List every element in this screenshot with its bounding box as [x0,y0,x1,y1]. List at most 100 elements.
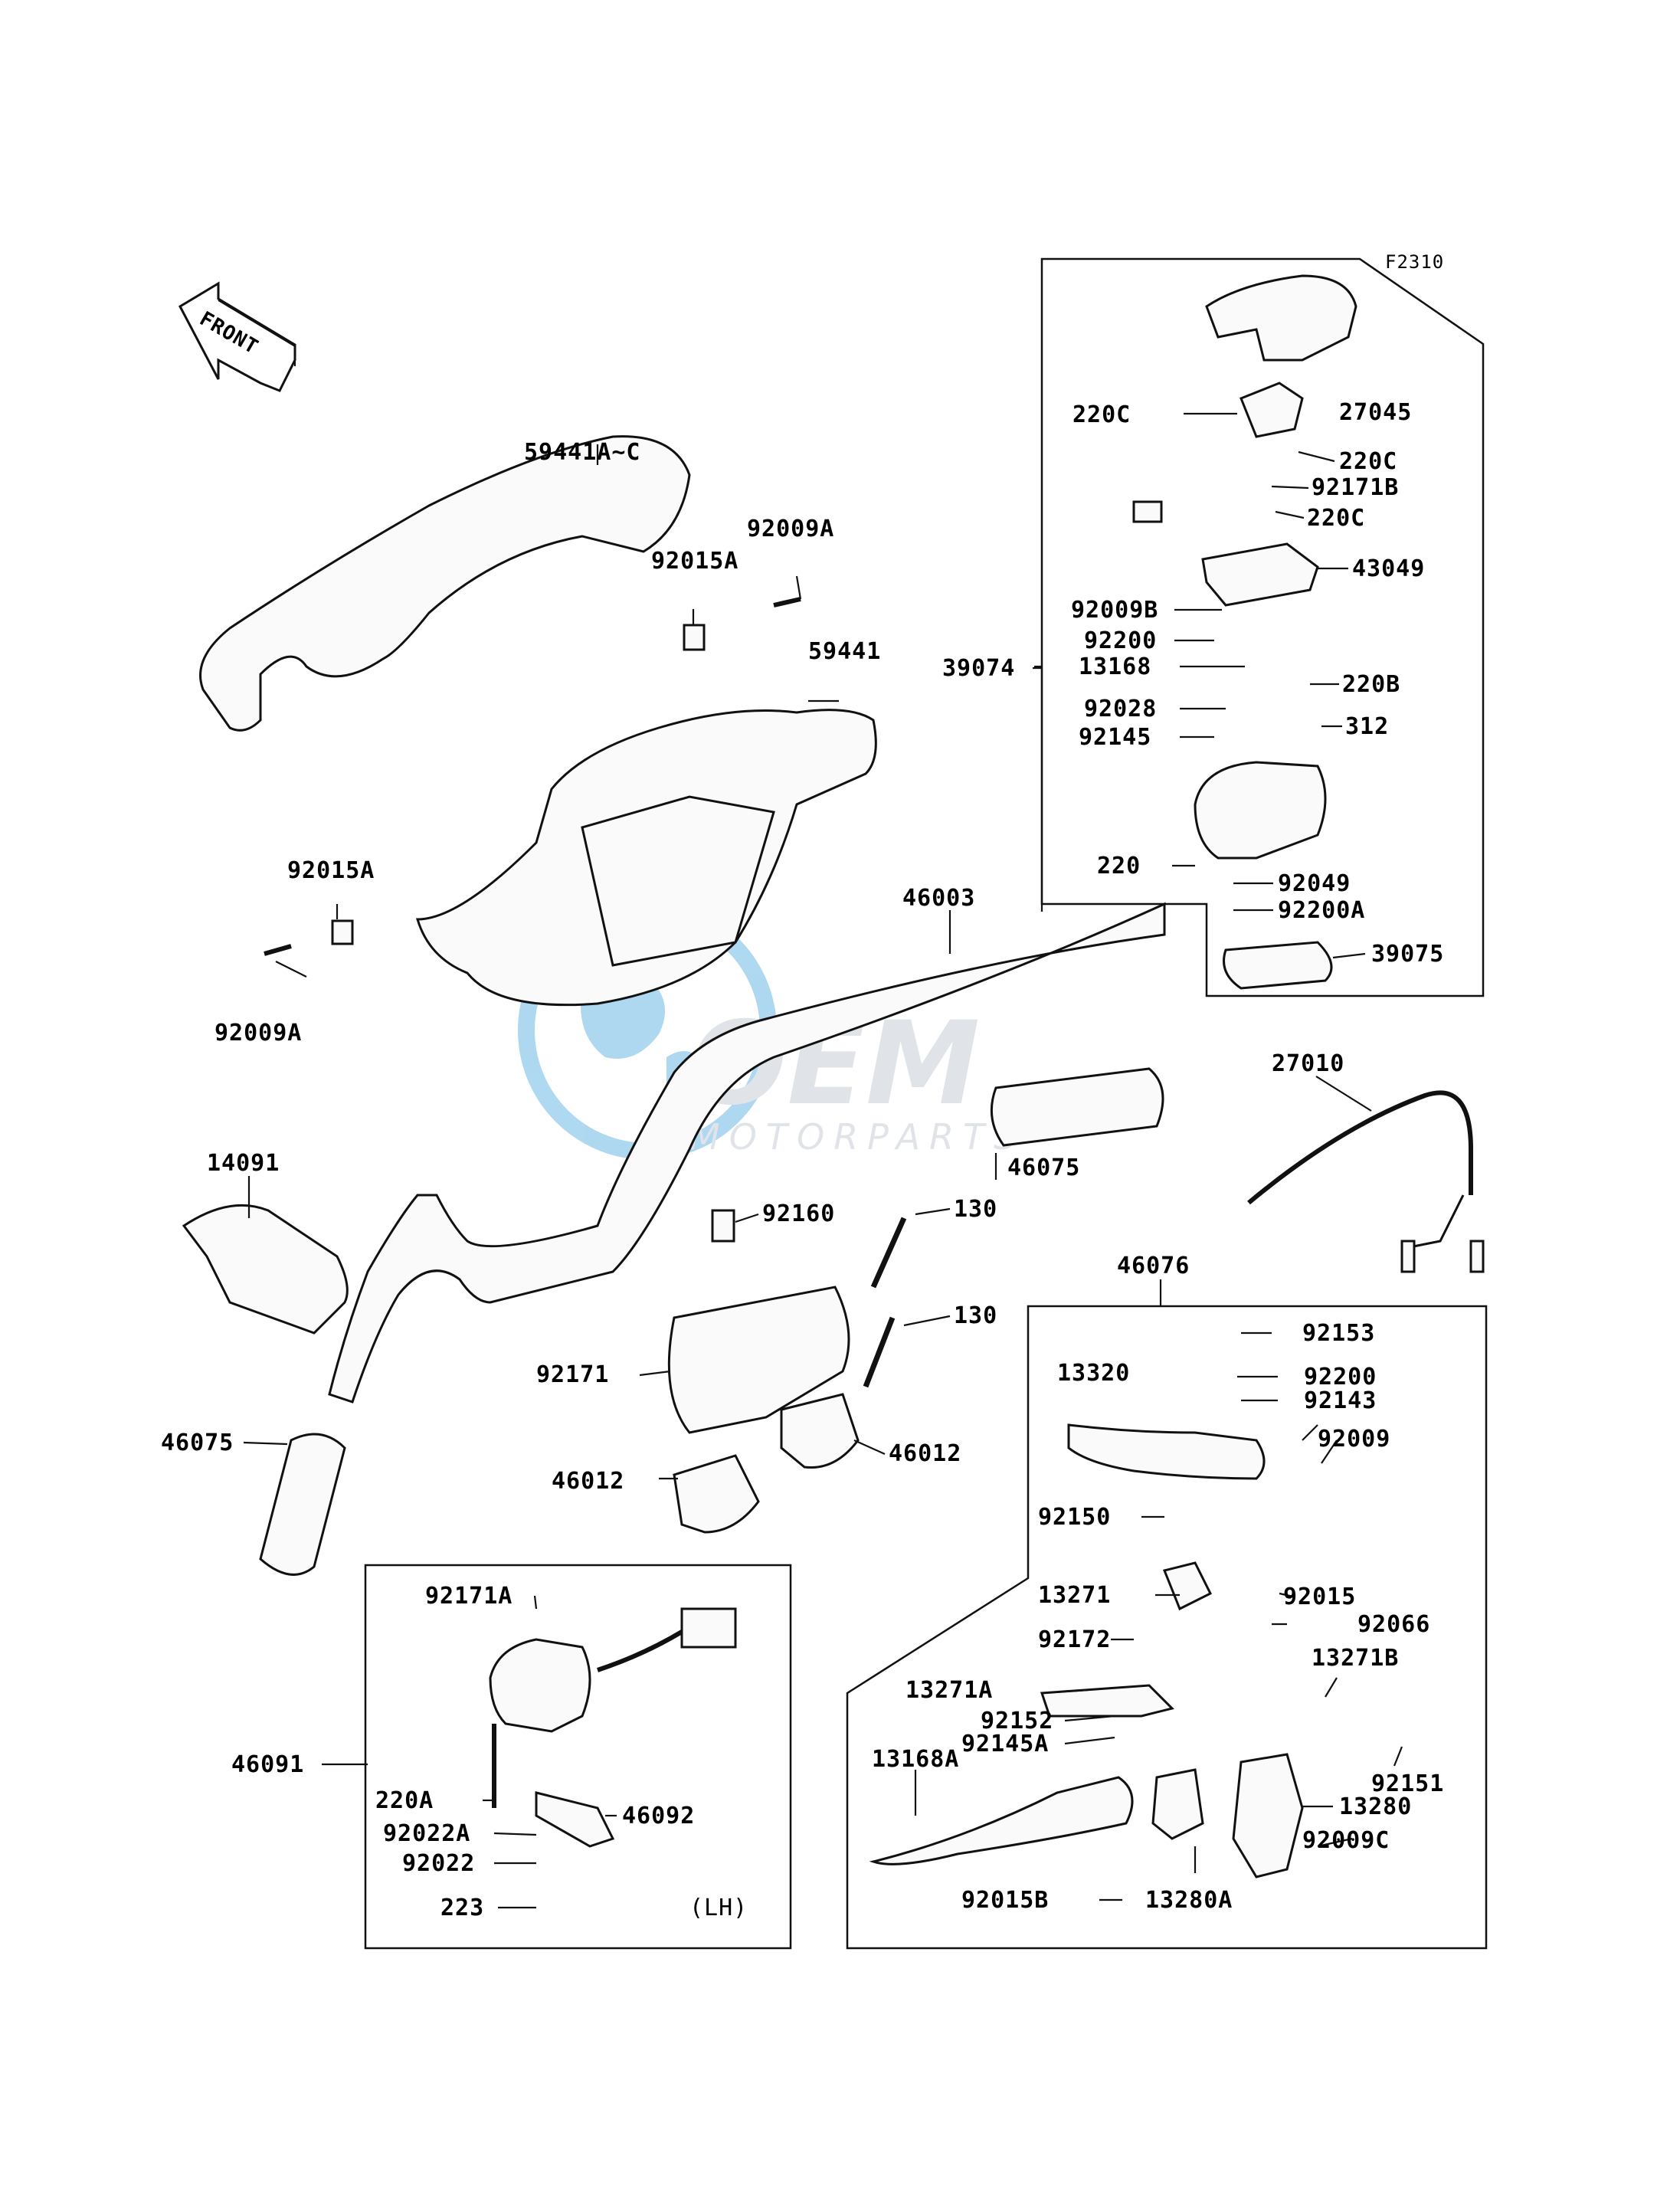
label-220c-b: 220C [1339,448,1397,475]
label-312: 312 [1345,713,1389,740]
label-39074: 39074 [942,655,1015,682]
label-92015a-left: 92015A [287,857,375,884]
label-13271: 13271 [1038,1582,1111,1609]
label-46075-right: 46075 [1007,1155,1080,1181]
label-92022a: 92022A [383,1820,470,1847]
bolt-130-lower [863,1316,896,1388]
leader-lines [243,412,1403,1909]
clamp-bracket-part [667,1286,850,1434]
switch-27045 [1240,382,1304,438]
holder-left-part [673,1454,760,1534]
label-39075: 39075 [1371,941,1444,968]
upper-cover-part [199,435,691,732]
label-220c-a: 220C [1073,401,1131,428]
left-switch-wire [597,1629,683,1672]
left-switch-housing [489,1638,591,1733]
label-13280a: 13280A [1145,1887,1233,1914]
housing-39074 [1194,761,1327,860]
label-59441: 59441 [808,638,881,665]
label-92009b: 92009B [1071,597,1158,624]
frame-right-switch [1040,257,1485,997]
label-92049: 92049 [1278,870,1351,897]
label-27045: 27045 [1339,399,1412,426]
label-43049: 43049 [1352,555,1425,582]
lever-13168A [869,1776,1134,1865]
box-cover-part [182,1204,349,1335]
label-lh: (LH) [689,1895,748,1921]
label-92160: 92160 [762,1200,835,1227]
label-13168a: 13168A [872,1746,959,1773]
throttle-cover-part [1205,274,1357,362]
label-92172: 92172 [1038,1626,1111,1653]
spacer-part [711,1209,735,1243]
label-92171: 92171 [536,1361,609,1388]
bolt-130-upper [870,1217,907,1289]
label-92145: 92145 [1079,724,1151,751]
lever-13320 [1067,1423,1266,1480]
connector-part [1132,500,1163,523]
frame-left-switch [364,1564,792,1950]
bracket-13271 [1162,1561,1213,1611]
label-46003: 46003 [902,885,975,912]
label-92171a: 92171A [425,1583,513,1610]
label-92200-brake: 92200 [1304,1364,1377,1390]
frame-brake-assembly [846,1305,1488,1950]
left-switch-connector [680,1607,737,1649]
cable-part [1247,1090,1473,1205]
label-220c-c: 220C [1307,505,1365,532]
label-220b: 220B [1342,671,1400,698]
label-46092: 46092 [622,1803,695,1829]
holder-13280A [1151,1768,1204,1840]
cable-terminal-2 [1469,1240,1485,1273]
watermark-sub: MOTORPARTS [689,1116,1025,1158]
label-92028: 92028 [1084,696,1157,722]
label-220a: 220A [375,1787,434,1814]
label-92015b: 92015B [961,1887,1049,1914]
label-92150: 92150 [1038,1504,1111,1531]
label-92200a: 92200A [1278,897,1365,924]
holder-right-part [780,1393,860,1469]
figure-code: F2310 [1385,251,1444,273]
label-92009a-top: 92009A [747,516,834,542]
lever-46092 [535,1791,615,1848]
bolt-left [264,944,292,956]
label-92171b: 92171B [1312,474,1399,501]
label-46075-left: 46075 [161,1430,234,1456]
grip-left-part [259,1433,346,1576]
label-92009: 92009 [1318,1426,1390,1453]
label-13271a: 13271A [905,1677,993,1704]
label-92153: 92153 [1302,1320,1375,1347]
label-130-upper: 130 [954,1196,997,1223]
label-130-lower: 130 [954,1302,997,1329]
callout-labels: 59441A~C 92009A 92015A 59441 92015A 9200… [161,399,1444,1921]
bolt-upper [773,597,801,608]
label-92015a-top: 92015A [651,548,738,575]
label-46076: 46076 [1117,1253,1190,1279]
label-13280: 13280 [1339,1793,1412,1820]
handlebar-part [328,902,1166,1403]
collar-left-part [331,919,354,945]
label-92022: 92022 [402,1850,475,1877]
label-92015: 92015 [1283,1584,1356,1610]
cover-43049 [1201,542,1319,607]
cable-terminal [1400,1240,1416,1273]
label-220: 220 [1097,853,1141,879]
label-92151: 92151 [1371,1770,1444,1797]
label-13168: 13168 [1079,653,1151,680]
label-14091: 14091 [207,1150,280,1177]
collar-upper-part [683,624,706,651]
label-92009c: 92009C [1302,1827,1390,1854]
label-27010: 27010 [1272,1050,1344,1077]
label-92143: 92143 [1304,1387,1377,1414]
plate-13271A [1040,1684,1174,1718]
label-13271b: 13271B [1312,1645,1399,1672]
label-46012-left: 46012 [552,1468,624,1495]
lever-39075 [1223,941,1333,990]
label-92009a-left: 92009A [215,1020,302,1046]
label-13320: 13320 [1057,1360,1130,1387]
cover-window [581,795,775,967]
label-46012-right: 46012 [889,1440,961,1467]
label-59441a-c: 59441A~C [524,439,641,466]
